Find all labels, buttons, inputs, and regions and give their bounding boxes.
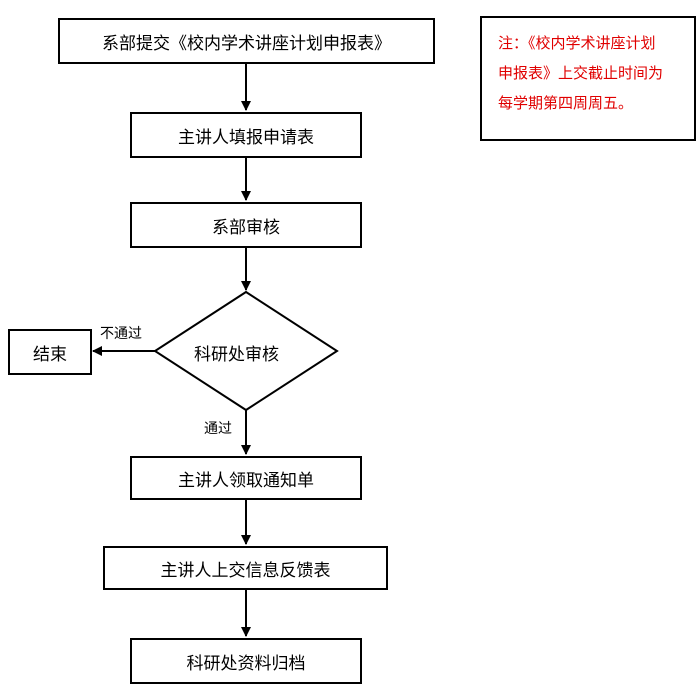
deadline-note: 注：《校内学术讲座计划 申报表》上交截止时间为 每学期第四周周五。 — [480, 16, 696, 141]
step-speaker-receive-notice: 主讲人领取通知单 — [130, 456, 362, 500]
step-speaker-receive-notice-label: 主讲人领取通知单 — [178, 470, 314, 491]
decision-research-review-label: 科研处审核 — [194, 345, 279, 365]
step-dept-submit: 系部提交《校内学术讲座计划申报表》 — [58, 18, 435, 64]
end-label: 结束 — [33, 344, 67, 365]
step-speaker-apply-label: 主讲人填报申请表 — [178, 127, 314, 148]
note-line-1: 注：《校内学术讲座计划 — [498, 34, 656, 52]
note-line-2: 申报表》上交截止时间为 — [498, 64, 664, 82]
reject-label: 不通过 — [100, 326, 142, 342]
step-archive-label: 科研处资料归档 — [186, 653, 306, 674]
pass-label: 通过 — [204, 421, 232, 437]
note-line-3: 每学期第四周周五。 — [498, 94, 634, 112]
step-archive: 科研处资料归档 — [130, 638, 362, 684]
step-dept-submit-label: 系部提交《校内学术讲座计划申报表》 — [102, 33, 391, 54]
end-box: 结束 — [8, 329, 92, 375]
step-speaker-submit-feedback-label: 主讲人上交信息反馈表 — [160, 560, 331, 581]
step-dept-review: 系部审核 — [130, 202, 362, 248]
step-speaker-submit-feedback: 主讲人上交信息反馈表 — [103, 546, 388, 590]
step-speaker-apply: 主讲人填报申请表 — [130, 112, 362, 158]
step-dept-review-label: 系部审核 — [212, 217, 280, 238]
